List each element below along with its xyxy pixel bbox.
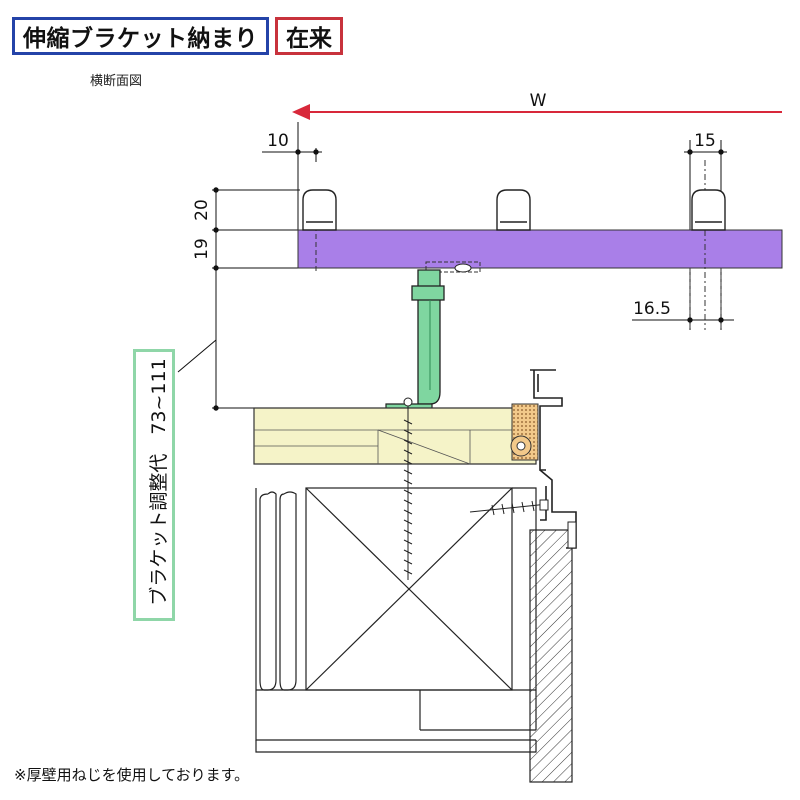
- top-gap-label: 20: [192, 199, 212, 221]
- hole-depth-label: 16.5: [633, 299, 671, 319]
- view-label: 横断面図: [90, 74, 143, 89]
- left-offset-label: 10: [267, 131, 289, 151]
- screws: [403, 397, 549, 580]
- vertical-dimensions: [177, 187, 420, 411]
- title-box: 伸縮ブラケット納まり: [12, 17, 269, 55]
- adjustment-range-label: ブラケット調整代 73~111: [147, 358, 170, 606]
- wall-hatch: [529, 529, 573, 783]
- rail-rollers: [302, 189, 726, 231]
- width-arrow-head: [292, 104, 310, 120]
- roller-middle: [496, 189, 531, 231]
- footnote: ※厚壁用ねじを使用しております。: [14, 766, 250, 784]
- page-title: 伸縮ブラケット納まり: [23, 26, 258, 52]
- frame-profile: [530, 369, 577, 549]
- type-tag-box: 在来: [275, 17, 343, 55]
- width-label: W: [530, 91, 547, 111]
- width-dimension: W: [292, 91, 782, 120]
- type-tag: 在来: [286, 26, 332, 52]
- wall-cap: [567, 521, 577, 549]
- hole-depth-dimension: [632, 317, 734, 323]
- telescopic-bracket: [385, 261, 481, 411]
- rail-height-label: 19: [192, 238, 212, 260]
- wall-structure: [255, 487, 537, 753]
- roller-left: [302, 189, 337, 231]
- rail: [297, 229, 783, 269]
- hole-width-label: 15: [694, 131, 716, 151]
- window-sill: [253, 403, 539, 465]
- roller-right: [691, 189, 726, 231]
- adjustment-range-box: ブラケット調整代 73~111: [133, 349, 175, 621]
